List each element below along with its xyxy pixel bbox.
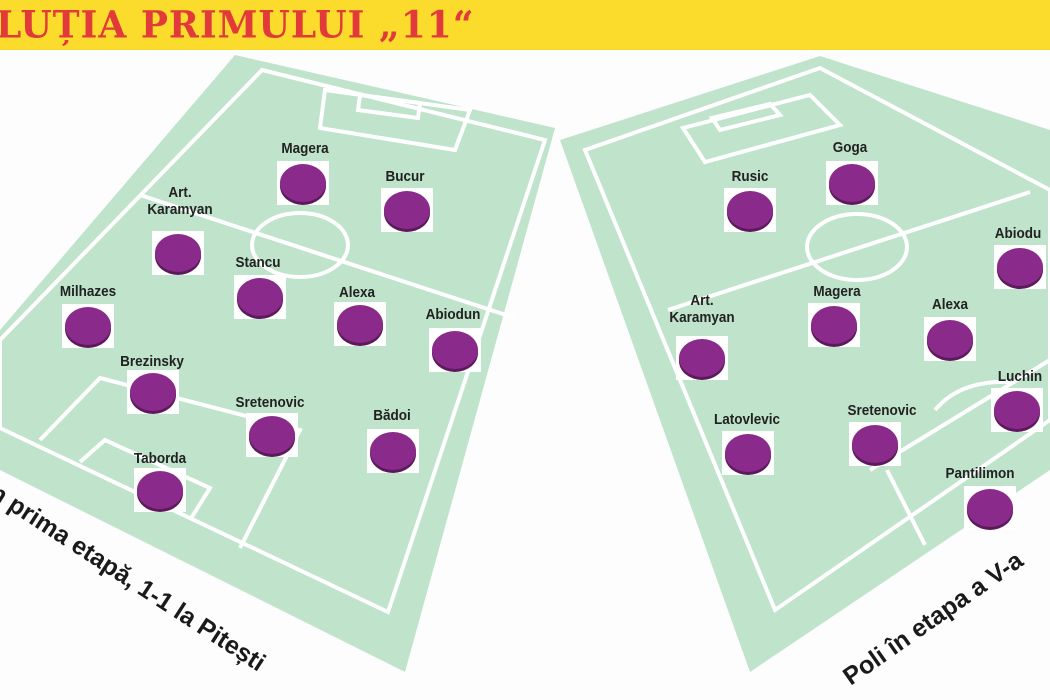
player-name: Magera [281,140,329,157]
player-marker [964,486,1016,530]
left-top-goal-box [355,92,423,121]
player-name: Latovlevic [713,411,781,428]
player-name: Bucur [385,168,425,185]
left-pitch-boundary [0,67,548,615]
player-name: Taborda [133,450,187,467]
player-name: Sretenovic [235,394,305,411]
left-bottom-box [38,375,303,549]
player-name: Abiodun [425,306,481,323]
player-name: Milhazes [59,283,117,300]
player-name: Art. Karamyan [669,292,735,326]
player-marker [676,336,728,380]
left-center-circle [250,211,350,279]
right-pitch-surface [560,56,1050,672]
left-halfway-line [139,193,516,320]
player-marker [277,161,329,205]
player-marker [246,413,298,457]
player-name: Alexa [931,296,969,313]
player-name: Goga [832,139,868,156]
player-marker [134,468,186,512]
player-marker [234,275,286,319]
player-marker [994,245,1046,289]
right-top-goal-box [708,101,784,133]
right-center-circle [805,212,909,282]
banner-title: LUȚIA PRIMULUI „11“ [0,2,475,48]
right-pitch [560,56,1050,672]
player-marker [991,388,1043,432]
player-marker [152,231,204,275]
player-name: Magera [813,283,861,300]
player-marker [334,302,386,346]
player-marker [849,422,901,466]
player-marker [62,304,114,348]
player-marker [826,161,878,205]
right-halfway-line [667,190,1031,312]
player-name: Stancu [235,254,281,271]
player-name: Rusic [731,168,769,185]
right-bottom-arc [933,379,1011,412]
player-name: Abiodu [994,225,1042,242]
player-marker [724,188,776,232]
player-marker [924,317,976,361]
player-marker [429,328,481,372]
player-marker [808,303,860,347]
player-name: Luchin [997,368,1043,385]
right-pitch-boundary [582,65,1050,614]
player-name: Pantilimon [945,465,1015,482]
player-marker [367,429,419,473]
player-name: Art. Karamyan [147,184,213,218]
player-name: Alexa [338,284,376,301]
player-name: Brezinsky [120,353,184,370]
player-name: Sretenovic [847,402,917,419]
player-marker [127,370,179,414]
player-name: Bădoi [373,407,411,424]
right-bottom-line [885,469,927,546]
player-marker [381,188,433,232]
left-bottom-goal-box [78,437,213,522]
title-banner: LUȚIA PRIMULUI „11“ [0,0,1050,50]
player-marker [722,431,774,475]
